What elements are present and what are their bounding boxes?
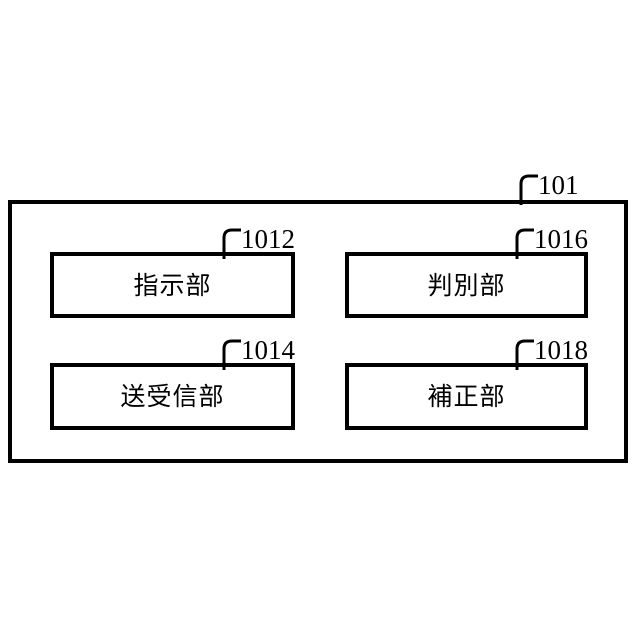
leader-hook-icon [222, 339, 241, 370]
unit-box-transceiver: 送受信部 [50, 363, 295, 430]
reference-callout-1018: 1018 [512, 335, 632, 371]
unit-box-correction: 補正部 [345, 363, 588, 430]
leader-hook-icon [519, 174, 538, 205]
reference-numeral-101: 101 [538, 170, 579, 200]
unit-label-determination: 判別部 [427, 270, 506, 300]
unit-label-instruction: 指示部 [133, 270, 212, 300]
reference-numeral-1018: 1018 [534, 335, 588, 365]
leader-hook-icon [222, 228, 241, 259]
reference-callout-101: 101 [516, 170, 636, 206]
unit-label-correction: 補正部 [427, 382, 506, 411]
reference-numeral-1016: 1016 [534, 224, 588, 254]
reference-callout-1016: 1016 [512, 224, 632, 260]
unit-box-determination: 判別部 [345, 252, 588, 318]
reference-callout-1014: 1014 [219, 335, 339, 371]
reference-numeral-1012: 1012 [241, 224, 295, 254]
leader-hook-icon [515, 228, 534, 259]
reference-numeral-1014: 1014 [241, 335, 295, 365]
reference-callout-1012: 1012 [219, 224, 339, 260]
unit-box-instruction: 指示部 [50, 252, 295, 318]
unit-label-transceiver: 送受信部 [120, 382, 225, 411]
leader-hook-icon [515, 339, 534, 370]
